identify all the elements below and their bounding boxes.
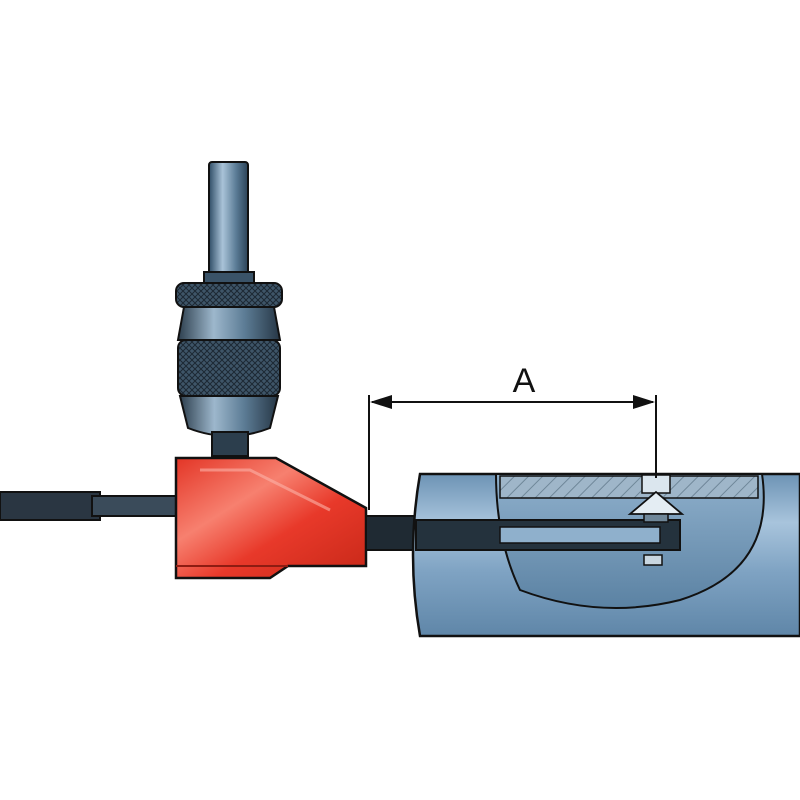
drill-chuck-icon	[175, 282, 283, 457]
dimension-label: A	[513, 362, 536, 400]
dimension-a: A	[368, 362, 657, 510]
output-shaft	[365, 515, 417, 551]
extension-shaft	[0, 491, 179, 521]
angle-head-icon	[174, 456, 368, 580]
countersink-cutter-icon	[627, 474, 685, 523]
drill-spindle-icon	[203, 161, 255, 285]
pipe-icon	[411, 472, 800, 638]
